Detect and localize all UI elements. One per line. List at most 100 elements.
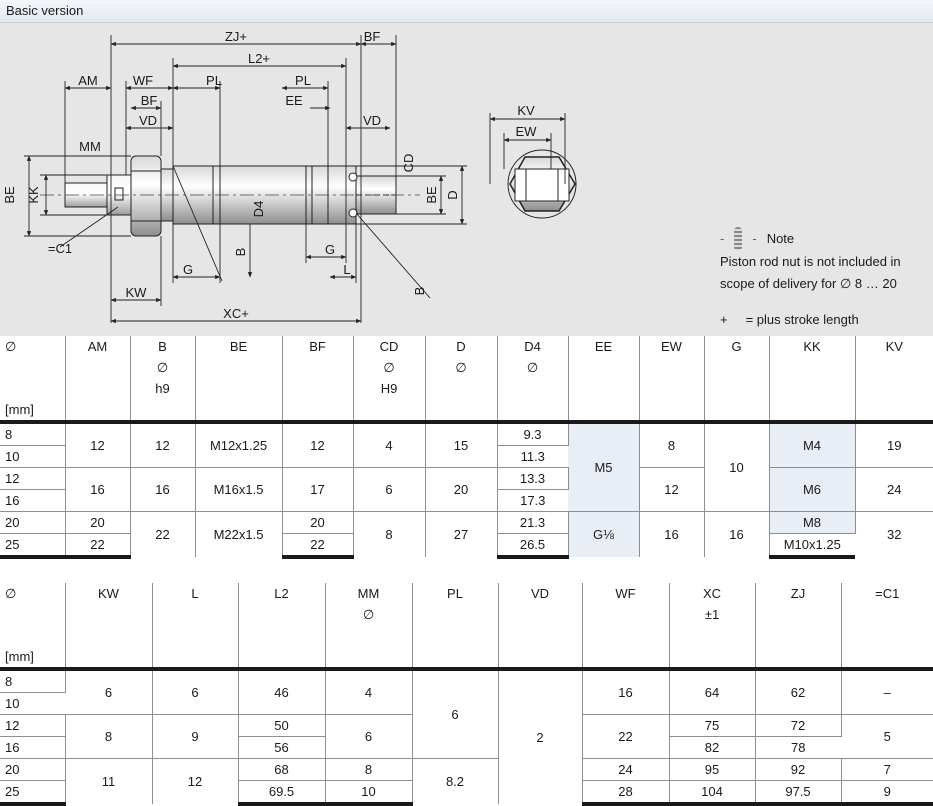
table-2-body: 8 6 6 46 4 6 2 16 64 62 – 10 12 8 9 50 6… <box>0 669 933 804</box>
table2-header-10: =C1 <box>841 583 933 669</box>
table-cell: 17 <box>282 468 353 512</box>
table-cell: 50 <box>238 715 325 737</box>
table-cell: 24 <box>582 759 669 781</box>
table-row: 8 12 12 M12x1.25 12 4 15 9.3 M5 8 10 M4 … <box>0 422 933 446</box>
table-cell: 9 <box>841 781 933 805</box>
label-ew: EW <box>516 124 538 139</box>
table-cell: 104 <box>669 781 755 805</box>
rod-nut <box>131 156 161 236</box>
diameter-cell: 25 <box>0 781 65 805</box>
table-cell: 27 <box>425 512 497 558</box>
table-cell: 92 <box>755 759 841 781</box>
end-view-hexagon <box>508 150 576 218</box>
label-d: D <box>445 190 460 199</box>
label-l2: L2+ <box>248 51 270 66</box>
table-cell: 97.5 <box>755 781 841 805</box>
table-cell: 16 <box>582 669 669 715</box>
note-heading: Note <box>767 228 794 250</box>
header-line: ∅ <box>498 357 568 378</box>
table-row: 20 11 12 68 8 8.2 24 95 92 7 <box>0 759 933 781</box>
header-line: XC <box>670 583 755 604</box>
diameter-cell: 8 <box>0 422 65 446</box>
header-line: ∅ <box>131 357 195 378</box>
header-line <box>5 625 65 646</box>
table-cell: 68 <box>238 759 325 781</box>
label-xc: XC+ <box>223 306 249 321</box>
header-line: ∅ <box>354 357 425 378</box>
table-cell: 7 <box>841 759 933 781</box>
diameter-cell: 8 <box>0 669 65 693</box>
table-cell: 64 <box>669 669 755 715</box>
label-bf: BF <box>364 29 381 44</box>
table2-header-1: KW <box>65 583 152 669</box>
table-cell: 8.2 <box>412 759 498 805</box>
table-cell: 10 <box>704 422 769 512</box>
table-cell: 20 <box>65 512 130 534</box>
header-line: KK <box>770 336 855 357</box>
label-vd-right: VD <box>363 113 381 128</box>
header-line: ∅ <box>5 336 65 357</box>
table-cell: 8 <box>325 759 412 781</box>
table1-header-5: CD∅H9 <box>353 336 425 422</box>
diameter-cell: 10 <box>0 693 65 715</box>
table-cell: 20 <box>425 468 497 512</box>
header-line: H9 <box>354 378 425 399</box>
header-line: h9 <box>131 378 195 399</box>
label-kv: KV <box>517 103 535 118</box>
diameter-cell: 10 <box>0 446 65 468</box>
table2-header-6: VD <box>498 583 582 669</box>
header-line: BE <box>196 336 282 357</box>
header-line: B <box>131 336 195 357</box>
header-line: G <box>705 336 769 357</box>
label-g-left: G <box>183 262 193 277</box>
label-vd-left: VD <box>139 113 157 128</box>
header-line: VD <box>499 583 582 604</box>
header-line: ∅ <box>326 604 412 625</box>
header-line: L <box>153 583 238 604</box>
header-line: WF <box>583 583 669 604</box>
section-title: Basic version <box>0 0 933 23</box>
table2-header-3: L2 <box>238 583 325 669</box>
table-row: 12 16 16 M16x1.5 17 6 20 13.3 12 M6 24 <box>0 468 933 490</box>
table-cell: 16 <box>704 512 769 558</box>
table-cell: 95 <box>669 759 755 781</box>
label-bf-front: BF <box>141 93 158 108</box>
table-cell: M12x1.25 <box>195 422 282 468</box>
table-cell: 22 <box>65 534 130 558</box>
table-cell: 24 <box>855 468 933 512</box>
diameter-cell: 25 <box>0 534 65 558</box>
table-cell: 19 <box>855 422 933 468</box>
header-line: PL <box>413 583 498 604</box>
table2-header-2: L <box>152 583 238 669</box>
note-text: Piston rod nut is not included in scope … <box>720 251 925 295</box>
label-pl-right: PL <box>295 73 311 88</box>
table-cell: 2 <box>498 669 582 804</box>
table-cell: 12 <box>639 468 704 512</box>
table-cell: 11.3 <box>497 446 568 468</box>
header-line: D <box>426 336 497 357</box>
label-wrench: =C1 <box>48 241 72 256</box>
label-am: AM <box>78 73 98 88</box>
table-cell: M10x1.25 <box>769 534 855 558</box>
label-mm: MM <box>79 139 101 154</box>
table1-header-6: D∅ <box>425 336 497 422</box>
table-cell: 4 <box>325 669 412 715</box>
table-cell: 22 <box>282 534 353 558</box>
label-be-right: BE <box>424 186 439 204</box>
table2-header-8: XC±1 <box>669 583 755 669</box>
note-box: - - Note Piston rod nut is not included … <box>720 227 925 331</box>
table-cell: M6 <box>769 468 855 512</box>
table-cell: 6 <box>325 715 412 759</box>
table-cell: 46 <box>238 669 325 715</box>
table-cell: 5 <box>841 715 933 759</box>
label-b-right: B <box>412 287 427 296</box>
label-b-left: B <box>233 248 248 257</box>
table-cell: 16 <box>130 468 195 512</box>
label-g-right: G <box>325 242 335 257</box>
table-cell: – <box>841 669 933 715</box>
table-cell: 6 <box>353 468 425 512</box>
label-pl-left: PL <box>206 73 222 88</box>
table1-header-12: KV <box>855 336 933 422</box>
